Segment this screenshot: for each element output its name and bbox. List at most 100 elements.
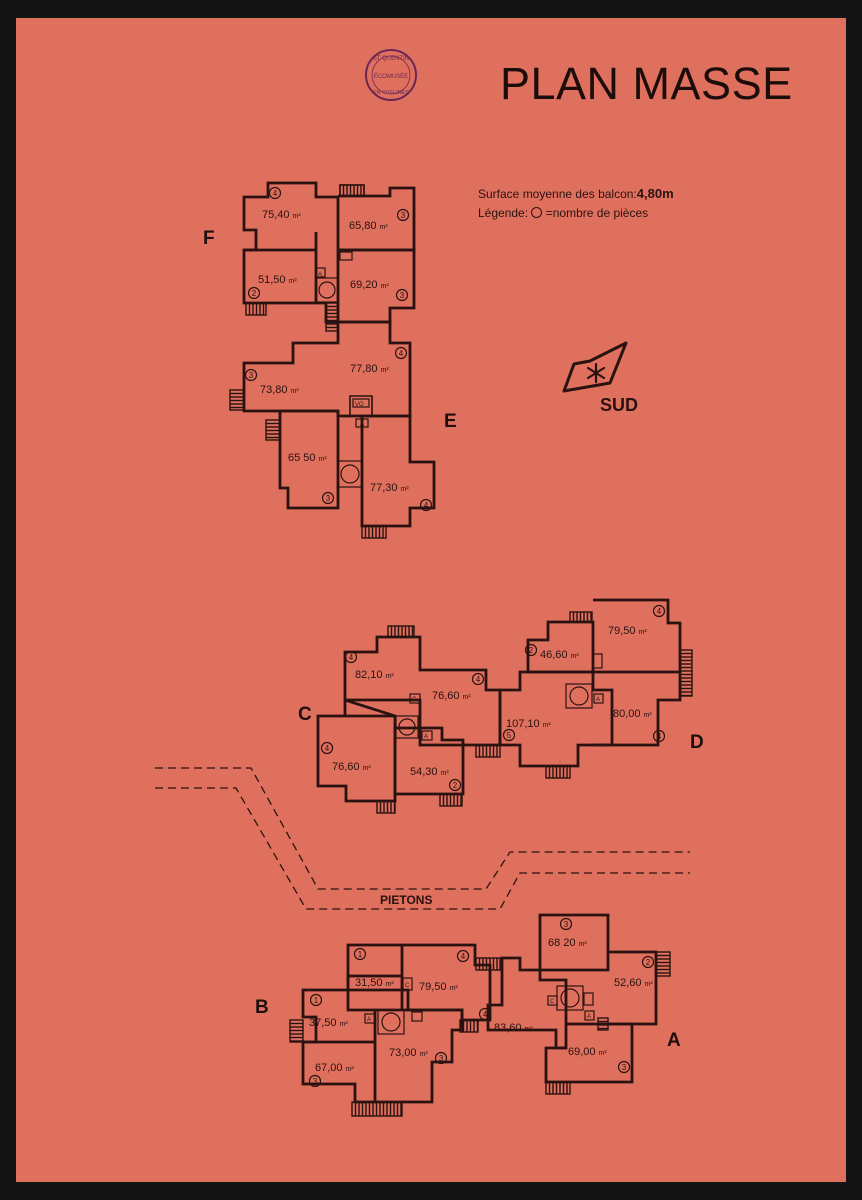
area-unit: m² (644, 712, 653, 719)
balcony (387, 625, 415, 638)
sun-compass-icon: SUD (562, 341, 638, 415)
room-count-label: 2 (529, 646, 534, 655)
marker-a: A (360, 422, 364, 428)
room-circle-icon (531, 207, 543, 218)
apartment-area-label: 46,60 m² (540, 649, 579, 661)
room-count-label: 4 (657, 607, 662, 616)
area-unit: m² (380, 224, 389, 231)
marker-a: A (424, 734, 428, 740)
balcony (545, 1081, 571, 1095)
room-count-circle (396, 208, 410, 222)
room-count-circle (652, 604, 666, 618)
apartment-area-label: 37,50 m² (309, 1017, 348, 1029)
apartment-area-label: 73,00 m² (389, 1047, 428, 1059)
room-count-label: 3 (326, 494, 331, 503)
apartment-area-label: 77,80 m² (350, 363, 389, 375)
pedestrian-path (155, 767, 690, 910)
area-unit: m² (381, 367, 390, 374)
room-count-circle (456, 949, 470, 963)
marker-c: C (405, 983, 410, 989)
area-unit: m² (463, 694, 472, 701)
stamp-line-1: ST QUENTIN (373, 56, 409, 62)
area-unit: m² (450, 985, 459, 992)
balcony (655, 951, 671, 977)
room-count-circle (524, 643, 538, 657)
apartment-area-label: 83,60 m² (494, 1022, 533, 1034)
room-count-label: 4 (424, 501, 429, 510)
room-count-label: 1 (314, 996, 319, 1005)
area-unit: m² (401, 486, 410, 493)
room-count-circle (321, 491, 335, 505)
page-title: PLAN MASSE (500, 58, 793, 109)
balcony (597, 1017, 609, 1031)
building-d-outline (498, 598, 682, 768)
building-label-f: F (203, 228, 215, 249)
apartment-area-label: 75,40 m² (262, 209, 301, 221)
apartment-area-label: 65 50 m² (288, 452, 327, 464)
area-unit: m² (289, 278, 298, 285)
apartment-area-label: 68 20 m² (548, 937, 587, 949)
apartment-area-label: 52,60 m² (614, 977, 653, 989)
balcony-hatching (229, 184, 693, 1117)
room-count-circle (419, 498, 433, 512)
area-unit: m² (543, 722, 552, 729)
room-count-circle (617, 1060, 631, 1074)
room-count-label: 4 (325, 744, 330, 753)
room-count-label: 3 (249, 371, 254, 380)
apartment-area-label: 107,10 m² (506, 718, 552, 730)
room-count-label: 2 (453, 781, 458, 790)
apartment-area-label: 54,30 m² (410, 766, 449, 778)
balcony-surface-label: Surface moyenne des balcon: (478, 187, 637, 201)
balcony (475, 744, 501, 758)
building-a-outline (486, 913, 658, 1084)
apartment-area-label: 31,50 m² (355, 977, 394, 989)
marker-a: A (367, 1017, 371, 1023)
room-count-circle (652, 729, 666, 743)
building-label-b: B (255, 997, 269, 1018)
room-count-label: 4 (399, 349, 404, 358)
apartment-area-label: 77,30 m² (370, 482, 409, 494)
room-count-label: 3 (313, 1077, 318, 1086)
room-count-circle (434, 1051, 448, 1065)
room-count-circle (395, 288, 409, 302)
pedestrian-path-label: PIETONS (380, 893, 432, 907)
apartment-area-label: 80,00 m² (613, 708, 652, 720)
plan-sheet (16, 18, 846, 1182)
building-label-c: C (298, 704, 312, 725)
room-count-circle (320, 741, 334, 755)
room-count-label: 3 (439, 1054, 444, 1063)
balcony (475, 957, 501, 971)
area-unit: m² (645, 981, 654, 988)
building-f-outline (242, 181, 416, 324)
orientation-label: SUD (600, 395, 638, 415)
balcony (339, 184, 365, 197)
apartment-area-label: 69,00 m² (568, 1046, 607, 1058)
area-unit: m² (386, 981, 395, 988)
balcony (376, 800, 396, 814)
building-label-e: E (444, 411, 457, 432)
room-count-label: 4 (349, 653, 354, 662)
room-count-label: 4 (461, 952, 466, 961)
area-unit: m² (291, 388, 300, 395)
room-count-circle (448, 778, 462, 792)
balcony-surface-value: 4,80m (636, 186, 674, 201)
area-unit: m² (441, 770, 450, 777)
room-count-label: 4 (273, 189, 278, 198)
room-count-label: 1 (358, 950, 363, 959)
room-count-label: 4 (657, 732, 662, 741)
area-unit: m² (363, 765, 372, 772)
marker-c: C (412, 697, 417, 703)
balcony (361, 525, 387, 539)
marker-c: C (550, 999, 555, 1005)
room-count-circle (502, 728, 516, 742)
room-count-label: 5 (507, 731, 512, 740)
marker-a: A (318, 272, 322, 278)
area-unit: m² (381, 283, 390, 290)
room-count-circle (478, 1007, 492, 1021)
room-count-label: 3 (622, 1063, 627, 1072)
area-unit: m² (386, 673, 395, 680)
apartment-area-label: 65,80 m² (349, 220, 388, 232)
room-count-circle (247, 286, 261, 300)
